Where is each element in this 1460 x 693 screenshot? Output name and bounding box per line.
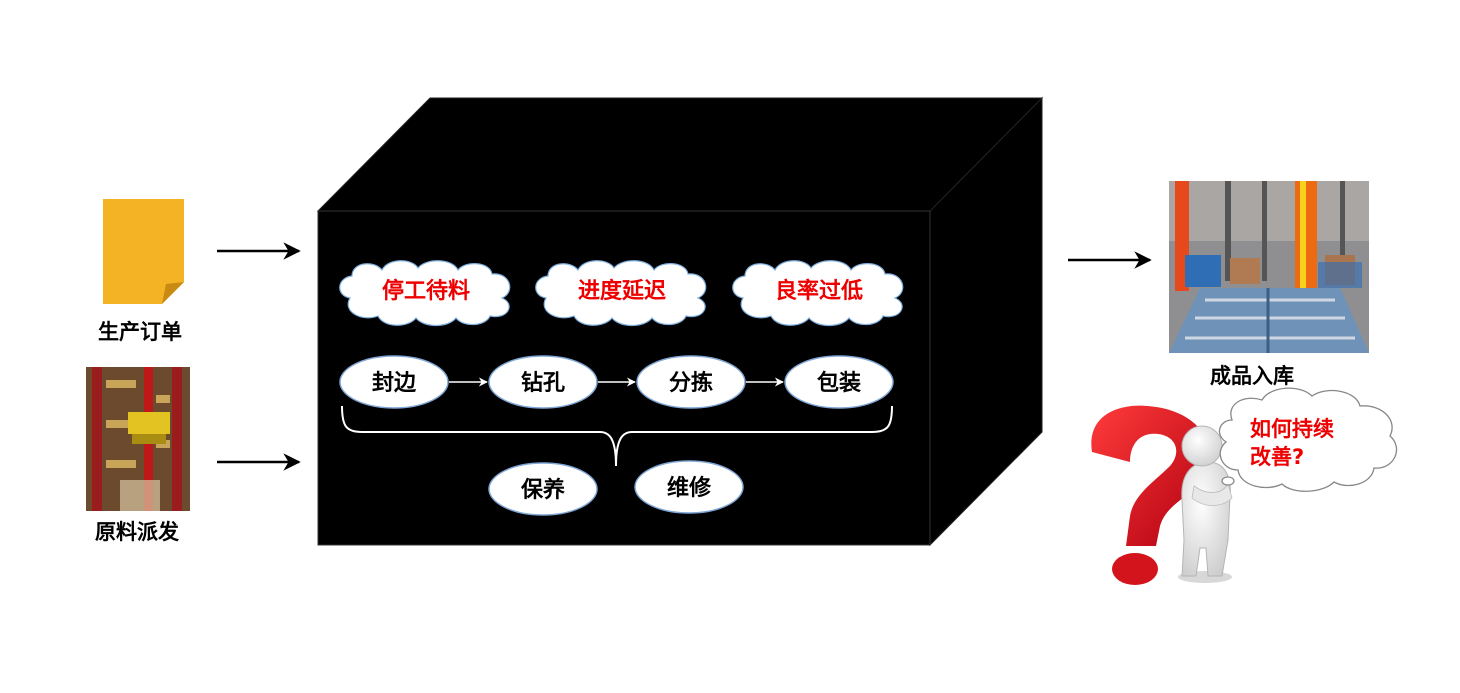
thinking-person-icon xyxy=(1178,425,1233,583)
support-label-1: 保养 xyxy=(520,477,565,503)
order-label: 生产订单 xyxy=(98,320,182,344)
output-label: 成品入库 xyxy=(1210,364,1294,388)
support-label-2: 维修 xyxy=(667,475,712,501)
finished-goods-warehouse-photo-icon xyxy=(1169,181,1369,353)
process-brace xyxy=(341,405,893,467)
question-line-1: 如何持续 xyxy=(1250,417,1334,441)
support-ellipse-2 xyxy=(634,460,744,514)
problem-cloud-2 xyxy=(535,260,707,327)
material-label: 原料派发 xyxy=(95,520,180,544)
problem-label-1: 停工待料 xyxy=(382,278,470,304)
problem-label-3: 良率过低 xyxy=(775,278,863,304)
step-label-3: 分拣 xyxy=(669,370,713,396)
step-label-2: 钻孔 xyxy=(521,370,565,396)
order-document-icon xyxy=(103,199,184,304)
step-label-1: 封边 xyxy=(372,371,417,396)
problem-cloud-1 xyxy=(339,260,511,327)
question-line-2: 改善? xyxy=(1250,445,1304,469)
step-ellipse-4 xyxy=(784,355,894,409)
step-ellipse-1 xyxy=(339,355,449,409)
support-ellipse-1 xyxy=(488,462,598,516)
step-label-4: 包装 xyxy=(817,370,861,396)
warehouse-racks-photo-icon xyxy=(86,367,190,511)
step-ellipse-2 xyxy=(488,355,598,409)
thought-cloud xyxy=(1218,387,1398,492)
question-mark-icon xyxy=(1091,405,1210,585)
problem-label-2: 进度延迟 xyxy=(578,278,666,304)
problem-cloud-3 xyxy=(732,260,904,327)
step-ellipse-3 xyxy=(636,355,746,409)
